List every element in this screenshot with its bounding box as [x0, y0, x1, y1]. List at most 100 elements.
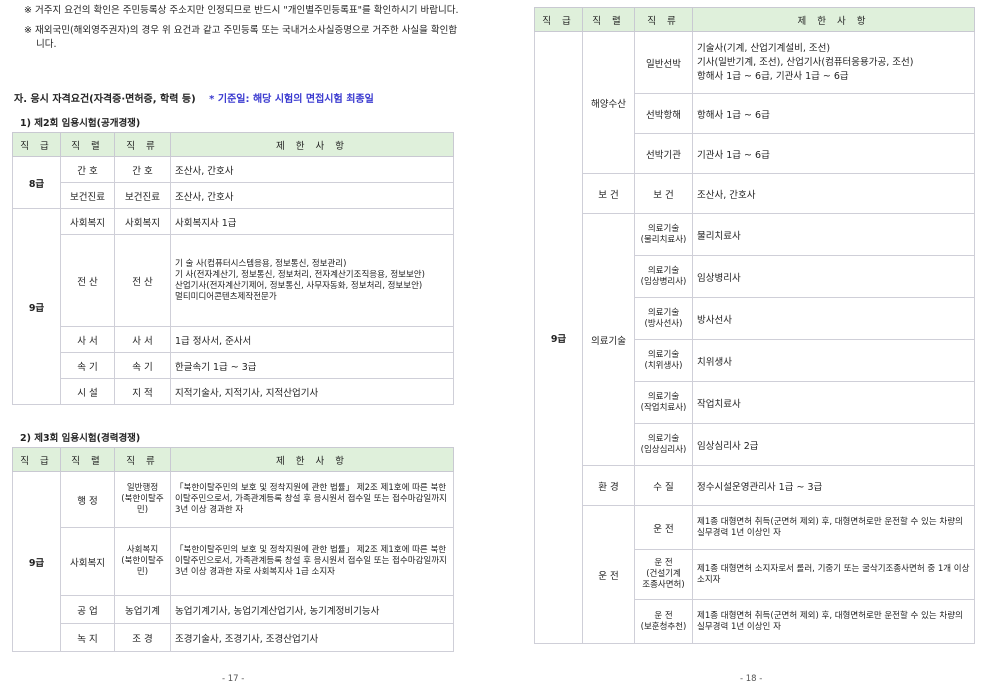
series-cell: 속 기	[60, 352, 115, 379]
class-cell: 지 적	[114, 378, 171, 405]
header-series: 직 렬	[60, 447, 115, 472]
requirement-cell: 조산사, 간호사	[170, 156, 454, 183]
requirement-cell: 항해사 1급 ~ 6급	[692, 93, 975, 134]
table-header-row: 직 급 직 렬 직 류 제 한 사 항	[534, 7, 975, 32]
requirement-cell: 제1종 대형면허 취득(군면허 제외) 후, 대형면허로만 운전할 수 있는 차…	[692, 505, 975, 550]
table-row: 운 전 운 전 제1종 대형면허 취득(군면허 제외) 후, 대형면허로만 운전…	[535, 505, 975, 644]
series-cell: 공 업	[60, 595, 115, 624]
class-cell: 의료기술 (임상심리사)	[634, 423, 693, 466]
series-cell: 간 호	[60, 156, 115, 183]
note-residence: ※ 거주지 요건의 확인은 주민등록상 주소지만 인정되므로 반드시 "개인별주…	[24, 5, 459, 16]
table-row: 9급 해양수산 일반선박 기술사(기계, 산업기계설비, 조선) 기사(일반기계…	[534, 31, 975, 644]
table-row: 의료기술 (작업치료사) 작업치료사	[535, 381, 975, 424]
class-cell: 간 호	[114, 156, 171, 183]
requirement-cell: 치위생사	[692, 339, 975, 382]
requirement-cell: 조경기술사, 조경기사, 조경산업기사	[170, 623, 454, 652]
requirement-cell: 임상병리사	[692, 255, 975, 298]
requirement-cell: 사회복지사 1급	[170, 208, 454, 235]
subsection-2-title: 2) 제3회 임용시험(경력경쟁)	[20, 433, 141, 444]
requirement-cell: 제1종 대형면허 취득(군면허 제외) 후, 대형면허로만 운전할 수 있는 차…	[692, 599, 975, 644]
class-cell: 선박항해	[634, 93, 693, 134]
class-cell: 운 전 (보훈청추천)	[634, 599, 693, 644]
table-row: 9급 사회복지 사회복지 사회복지사 1급	[12, 208, 454, 405]
class-cell: 농업기계	[114, 595, 171, 624]
header-class: 직 류	[634, 7, 693, 32]
table-career-competition: 직 급 직 렬 직 류 제 한 사 항 9급 행 정 일반행정 (북한이탈주민)…	[12, 447, 454, 652]
requirement-cell: 작업치료사	[692, 381, 975, 424]
requirement-cell: 방사선사	[692, 297, 975, 340]
table-row: 9급 행 정 일반행정 (북한이탈주민) 「북한이탈주민의 보호 및 정착지원에…	[12, 471, 454, 652]
header-requirements: 제 한 사 항	[170, 447, 454, 472]
table-header-row: 직 급 직 렬 직 류 제 한 사 항	[12, 132, 454, 157]
series-cell: 행 정	[60, 471, 115, 528]
section-title-text: 자. 응시 자격요건(자격증·면허증, 학력 등)	[14, 94, 196, 105]
table-header-row: 직 급 직 렬 직 류 제 한 사 항	[12, 447, 454, 472]
requirement-cell: 조산사, 간호사	[170, 182, 454, 209]
requirement-cell: 임상심리사 2급	[692, 423, 975, 466]
header-class: 직 류	[114, 132, 171, 157]
requirement-cell: 한글속기 1급 ~ 3급	[170, 352, 454, 379]
table-row: 선박기관 기관사 1급 ~ 6급	[535, 133, 975, 174]
class-cell: 일반행정 (북한이탈주민)	[114, 471, 171, 528]
class-cell: 조 경	[114, 623, 171, 652]
class-cell: 선박기관	[634, 133, 693, 174]
requirement-cell: 지적기술사, 지적기사, 지적산업기사	[170, 378, 454, 405]
series-cell: 보건진료	[60, 182, 115, 209]
requirement-cell: 농업기계기사, 농업기계산업기사, 농기계정비기능사	[170, 595, 454, 624]
class-cell: 속 기	[114, 352, 171, 379]
class-cell: 수 질	[634, 465, 693, 506]
series-cell: 보 건	[582, 173, 635, 214]
requirement-cell: 물리치료사	[692, 213, 975, 256]
requirement-cell: 기술사(기계, 산업기계설비, 조선) 기사(일반기계, 조선), 산업기사(컴…	[692, 31, 975, 94]
header-grade: 직 급	[12, 447, 61, 472]
series-cell: 시 설	[60, 378, 115, 405]
table-row: 전 산 전 산 기 술 사(컴퓨터시스템응용, 정보통신, 정보관리) 기 사(…	[13, 234, 454, 327]
grade-cell: 9급	[12, 471, 61, 652]
series-cell: 의료기술	[582, 213, 635, 466]
page-number-left: - 17 -	[222, 674, 245, 684]
header-grade: 직 급	[534, 7, 583, 32]
requirement-cell: 기 술 사(컴퓨터시스템응용, 정보통신, 정보관리) 기 사(전자계산기, 정…	[170, 234, 454, 327]
table-open-competition: 직 급 직 렬 직 류 제 한 사 항 8급 간 호 간 호 조산사, 간호사 …	[12, 132, 454, 405]
requirement-cell: 「북한이탈주민의 보호 및 정착지원에 관한 법률」 제2조 제1호에 따른 북…	[170, 471, 454, 528]
grade-cell: 9급	[534, 31, 583, 644]
class-cell: 의료기술 (물리치료사)	[634, 213, 693, 256]
requirement-cell: 조산사, 간호사	[692, 173, 975, 214]
class-cell: 운 전	[634, 505, 693, 550]
class-cell: 보건진료	[114, 182, 171, 209]
series-cell: 사회복지	[60, 208, 115, 235]
class-cell: 의료기술 (임상병리사)	[634, 255, 693, 298]
table-career-continued: 직 급 직 렬 직 류 제 한 사 항 9급 해양수산 일반선박 기술사(기계,…	[534, 7, 975, 644]
table-row: 녹 지 조 경 조경기술사, 조경기사, 조경산업기사	[13, 623, 454, 652]
header-class: 직 류	[114, 447, 171, 472]
header-series: 직 렬	[60, 132, 115, 157]
header-requirements: 제 한 사 항	[692, 7, 975, 32]
series-cell: 사 서	[60, 326, 115, 353]
section-note: * 기준일: 해당 시험의 면접시험 최종일	[209, 94, 374, 105]
subsection-1-title: 1) 제2회 임용시험(공개경쟁)	[20, 118, 141, 129]
section-title: 자. 응시 자격요건(자격증·면허증, 학력 등) * 기준일: 해당 시험의 …	[14, 90, 374, 105]
requirement-cell: 기관사 1급 ~ 6급	[692, 133, 975, 174]
table-row: 속 기 속 기 한글속기 1급 ~ 3급	[13, 352, 454, 379]
series-cell: 운 전	[582, 505, 635, 644]
series-cell: 사회복지	[60, 527, 115, 596]
note-overseas: ※ 재외국민(해외영주권자)의 경우 위 요건과 같고 주민등록 또는 국내거소…	[24, 25, 458, 50]
table-row: 의료기술 의료기술 (물리치료사) 물리치료사	[535, 213, 975, 466]
class-cell: 의료기술 (치위생사)	[634, 339, 693, 382]
series-cell: 환 경	[582, 465, 635, 506]
requirement-cell: 정수시설운영관리사 1급 ~ 3급	[692, 465, 975, 506]
table-row: 8급 간 호 간 호 조산사, 간호사	[12, 156, 454, 209]
requirement-cell: 1급 정사서, 준사서	[170, 326, 454, 353]
table-row: 운 전 (보훈청추천) 제1종 대형면허 취득(군면허 제외) 후, 대형면허로…	[535, 599, 975, 644]
header-grade: 직 급	[12, 132, 61, 157]
requirement-cell: 제1종 대형면허 소지자로서 롤러, 기중기 또는 굴삭기조종사면허 중 1개 …	[692, 549, 975, 600]
series-cell: 녹 지	[60, 623, 115, 652]
class-cell: 의료기술 (작업치료사)	[634, 381, 693, 424]
notes: ※ 거주지 요건의 확인은 주민등록상 주소지만 인정되므로 반드시 "개인별주…	[20, 4, 460, 58]
table-row: 의료기술 (임상심리사) 임상심리사 2급	[535, 423, 975, 466]
grade-cell: 9급	[12, 208, 61, 405]
class-cell: 의료기술 (방사선사)	[634, 297, 693, 340]
class-cell: 사회복지	[114, 208, 171, 235]
table-row: 시 설 지 적 지적기술사, 지적기사, 지적산업기사	[13, 378, 454, 405]
class-cell: 보 건	[634, 173, 693, 214]
